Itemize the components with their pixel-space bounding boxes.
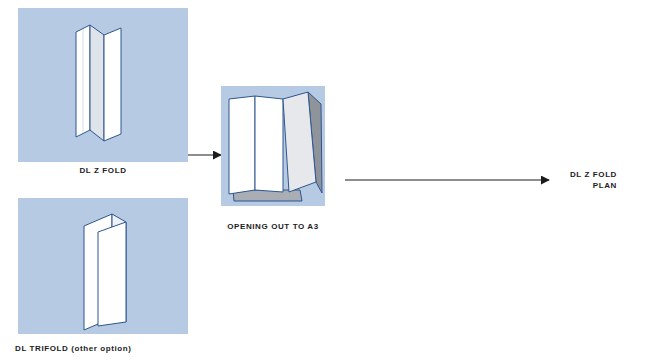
plan-label-node: DL Z FOLD PLAN: [551, 168, 621, 194]
panel-caption: OPENING OUT TO A3: [201, 222, 345, 233]
z-fold-illustration: [18, 8, 188, 162]
trifold-illustration: [18, 198, 188, 334]
fold-panel: OPENING OUT TO A3: [221, 86, 325, 206]
plan-caption: DL Z FOLD PLAN: [555, 170, 617, 192]
panel-caption: DL Z FOLD: [18, 166, 188, 177]
open-a3-illustration: [221, 86, 325, 206]
fold-panel: DL TRIFOLD (other option): [18, 198, 188, 334]
panel-caption: DL TRIFOLD (other option): [15, 344, 215, 355]
fold-panel: DL Z FOLD: [18, 8, 188, 162]
flow-arrow: [345, 179, 549, 180]
